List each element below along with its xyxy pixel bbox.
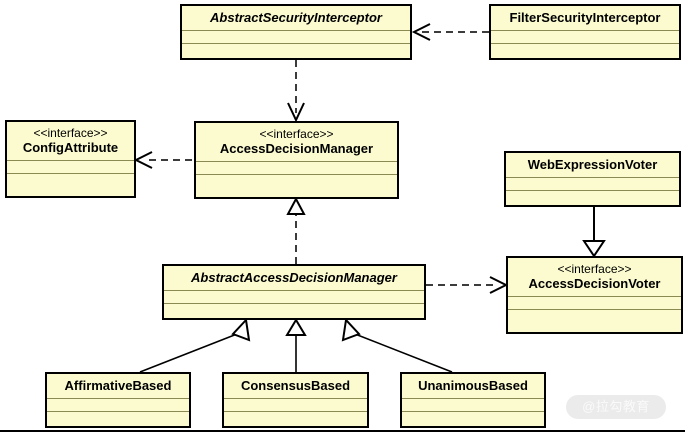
edge-aadm-to-voter [426,276,509,294]
class-methods-compartment [491,44,679,57]
class-attributes-compartment [506,178,679,191]
class-attributes-compartment [491,31,679,44]
class-methods-compartment [508,310,681,323]
class-box-access-decision-voter[interactable]: <<interface>> AccessDecisionVoter [506,256,683,334]
class-attributes-compartment [47,399,189,412]
class-title-unanimous-based: UnanimousBased [402,374,544,399]
edge-affirmative-to-aadm [139,317,251,373]
class-attributes-compartment [182,31,410,44]
class-attributes-compartment [7,161,134,174]
class-title-config-attribute: <<interface>> ConfigAttribute [7,122,134,161]
class-stereotype-access-decision-voter: <<interface>> [557,262,632,276]
class-box-unanimous-based[interactable]: UnanimousBased [400,372,546,428]
class-stereotype-access-decision-manager: <<interface>> [259,127,334,141]
class-box-abstract-security-interceptor[interactable]: AbstractSecurityInterceptor [180,4,412,60]
class-box-web-expression-voter[interactable]: WebExpressionVoter [504,151,681,207]
edge-web-expression-voter-to-voter [582,207,606,258]
edge-unanimous-to-aadm [341,317,453,373]
class-title-filter-security-interceptor: FilterSecurityInterceptor [491,6,679,31]
edge-abstract-interceptor-to-adm [287,60,305,123]
class-methods-compartment [402,412,544,425]
class-title-consensus-based: ConsensusBased [224,374,367,399]
edge-aadm-to-adm [286,196,306,264]
class-stereotype-config-attribute: <<interface>> [33,126,108,140]
class-attributes-compartment [402,399,544,412]
watermark-badge: @拉勾教育 [566,395,666,419]
class-box-consensus-based[interactable]: ConsensusBased [222,372,369,428]
class-title-abstract-security-interceptor: AbstractSecurityInterceptor [182,6,410,31]
class-methods-compartment [182,44,410,57]
class-methods-compartment [47,412,189,425]
class-methods-compartment [7,174,134,187]
class-attributes-compartment [224,399,367,412]
class-methods-compartment [164,304,424,317]
class-attributes-compartment [164,291,424,304]
class-methods-compartment [506,191,679,204]
class-title-web-expression-voter: WebExpressionVoter [506,153,679,178]
class-box-filter-security-interceptor[interactable]: FilterSecurityInterceptor [489,4,681,60]
class-methods-compartment [224,412,367,425]
class-name-access-decision-voter: AccessDecisionVoter [528,276,661,291]
class-box-affirmative-based[interactable]: AffirmativeBased [45,372,191,428]
class-attributes-compartment [196,162,397,175]
class-name-config-attribute: ConfigAttribute [22,140,119,155]
edge-consensus-to-aadm [285,318,307,372]
class-title-abstract-access-decision-manager: AbstractAccessDecisionManager [164,266,424,291]
class-box-config-attribute[interactable]: <<interface>> ConfigAttribute [5,120,136,198]
class-box-abstract-access-decision-manager[interactable]: AbstractAccessDecisionManager [162,264,426,320]
edge-filter-to-abstract-interceptor [411,23,489,41]
class-attributes-compartment [508,297,681,310]
edge-adm-to-config-attribute [133,151,192,169]
class-title-affirmative-based: AffirmativeBased [47,374,189,399]
class-box-access-decision-manager[interactable]: <<interface>> AccessDecisionManager [194,121,399,199]
class-name-access-decision-manager: AccessDecisionManager [219,141,374,156]
class-title-access-decision-manager: <<interface>> AccessDecisionManager [196,123,397,162]
bottom-border-rule [0,430,685,432]
class-title-access-decision-voter: <<interface>> AccessDecisionVoter [508,258,681,297]
class-methods-compartment [196,175,397,188]
